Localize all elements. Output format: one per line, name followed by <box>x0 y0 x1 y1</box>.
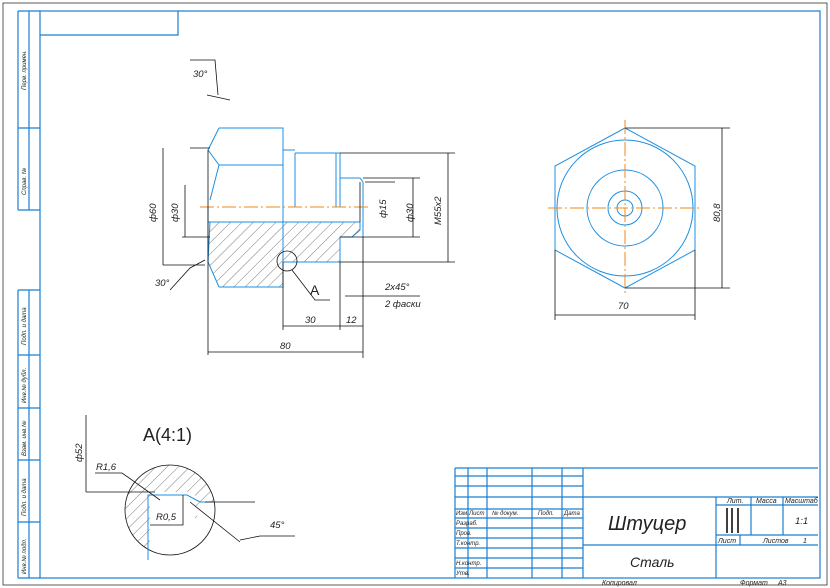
strip-label: Перв. примен. <box>22 50 28 90</box>
header-sign: Подп. <box>538 511 554 517</box>
sheets-value: 1 <box>803 538 807 545</box>
length-80-label: 80 <box>280 341 291 352</box>
detail-r2-label: R0,5 <box>156 512 177 523</box>
detail-title: A(4:1) <box>143 425 192 445</box>
role-label: Разраб. <box>456 521 478 527</box>
thread-label: M55x2 <box>433 196 444 225</box>
strip-label: Инв.№ дубл. <box>21 368 28 403</box>
part-name: Штуцер <box>608 513 686 535</box>
detail-marker: A <box>310 282 320 298</box>
sheet-label: Лист <box>717 538 736 545</box>
dia-60-label: ф60 <box>148 203 159 222</box>
side-height-label: 80,8 <box>712 203 723 222</box>
role-label: Т.контр. <box>456 541 480 547</box>
side-view: 80,8 70 <box>548 120 730 320</box>
strip-label: Взам. инв.№ <box>21 420 28 456</box>
side-width-label: 70 <box>618 301 629 312</box>
side-strip: Перв. примен. Справ. № Подп. и дата Инв.… <box>17 10 40 579</box>
dia-30-right-label: ф30 <box>405 203 416 222</box>
dia-15-label: ф15 <box>378 199 389 218</box>
format-value: A3 <box>777 580 787 587</box>
detail-dia-label: ф52 <box>74 443 85 462</box>
role-label: Пров. <box>456 531 472 537</box>
detail-circle <box>276 250 298 272</box>
material: Сталь <box>630 554 675 570</box>
section-hatch <box>207 221 361 288</box>
copied-label: Копировал <box>602 580 637 587</box>
length-30-label: 30 <box>305 315 316 326</box>
header-sheet: Лист <box>468 511 484 517</box>
header-doc: № докум. <box>492 510 518 517</box>
angle-top-label: 30° <box>193 69 208 80</box>
header-change: Изм. <box>456 511 469 517</box>
detail-r1-label: R1,6 <box>96 462 117 473</box>
lit-label: Лит. <box>726 498 743 505</box>
length-12-label: 12 <box>346 315 357 326</box>
chamfer-label: 2x45° <box>384 282 410 293</box>
strip-label: Подп. и дата <box>22 307 28 345</box>
strip-label: Справ. № <box>21 167 28 195</box>
role-label: Утв. <box>455 571 470 577</box>
scale-value: 1:1 <box>795 516 808 527</box>
strip-label: Подп. и дата <box>22 478 28 516</box>
sheets-label: Листов <box>762 538 789 545</box>
mass-label: Масса <box>756 498 777 505</box>
strip-label: Инв.№ подл. <box>21 538 28 574</box>
header-date: Дата <box>563 511 580 517</box>
detail-view: A(4:1) ф52 R1,6 R0,5 45° <box>74 415 295 560</box>
top-left-box <box>40 11 179 36</box>
angle-bottom-label: 30° <box>155 278 170 289</box>
detail-angle-label: 45° <box>270 520 285 531</box>
main-view: 30° 30° ф60 ф30 ф15 ф30 M55x2 A 2x45° 2 … <box>148 59 455 358</box>
title-block: Изм. Лист № докум. Подп. Дата Разраб. Пр… <box>454 467 819 587</box>
chamfer-note: 2 фаски <box>384 299 421 310</box>
format-label: Формат <box>740 580 768 587</box>
dia-30-left-label: ф30 <box>170 203 181 222</box>
role-label: Н.контр. <box>456 561 481 567</box>
scale-label: Масштаб <box>785 497 819 505</box>
drawing-frame <box>39 10 821 579</box>
